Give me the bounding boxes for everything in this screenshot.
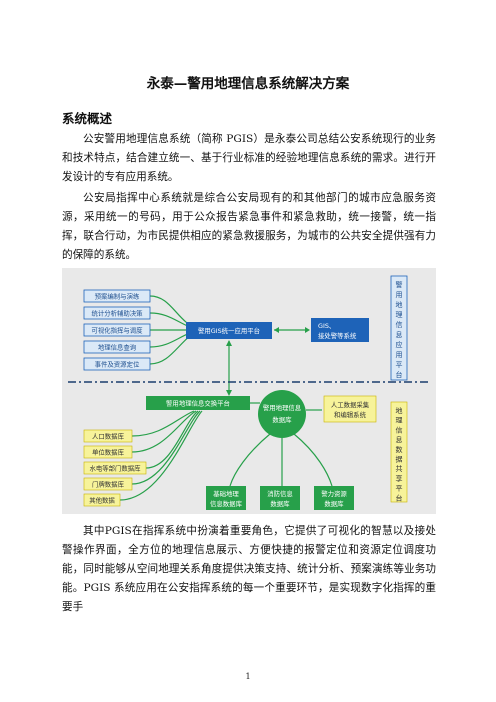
section-heading: 系统概述 [62,111,113,126]
vertical-label-char: 理 [396,417,403,425]
vertical-label-char: 数 [396,445,403,454]
top-left-items: 预案编制与演练 统计分析辅助决策 可视化指挥与调度 地理信息查询 事件及资源定位 [83,289,151,371]
left-item-box [83,357,151,371]
fire-db-label-1: 消防信息 [267,489,293,498]
vertical-label-char: 台 [396,370,403,379]
base-geo-db-box [206,486,246,510]
vertical-label-char: 台 [396,493,403,502]
db-item-box [83,445,133,459]
left-item-label: 事件及资源定位 [95,360,140,369]
database-label-line1: 警用地理信息 [263,403,302,412]
left-item-label: 可视化指挥与调度 [91,326,143,335]
left-item-label: 统计分析辅助决策 [91,309,143,318]
vertical-label-char: 信 [396,320,403,329]
left-item-label: 预案编制与演练 [95,292,140,301]
gis-label-line2: 接处警等系统 [318,331,357,340]
arrow-head [305,327,310,333]
db-item-label: 水电等部门数据库 [89,464,141,473]
gis-label-line1: GIS、 [318,322,335,330]
share-platform-label: 警用地理信息交换平台 [166,399,230,408]
database-circle [258,390,306,438]
police-resource-db-label-1: 警力资源 [321,489,347,498]
document-title: 永泰—警用地理信息系统解决方案 [146,76,350,92]
manual-label-line2: 和编辑系统 [334,410,367,419]
gis-box [311,318,369,342]
vertical-label-char: 信 [396,425,403,434]
vertical-label-char: 据 [396,455,403,464]
left-item-box [83,306,151,320]
vertical-label-char: 平 [396,361,403,369]
app-platform-vertical-box [390,275,408,381]
left-item-box [83,289,151,303]
left-item-box [83,323,151,337]
arrow-head [274,327,279,333]
police-resource-db-label-2: 数据库 [324,499,344,508]
db-item-box [83,493,121,507]
vertical-label-char: 警 [396,280,403,289]
db-bottom-connectors [229,433,333,487]
page-number: 1 [245,672,251,681]
vertical-label-char: 地 [396,300,403,309]
fire-db-box [260,486,300,510]
vertical-label-char: 地 [396,406,403,415]
share-platform-vertical-box [390,401,408,503]
database-label-line2: 数据库 [272,415,292,424]
platform-box [186,322,272,339]
vertical-label-char: 应 [396,340,403,349]
system-architecture-diagram: 预案编制与演练 统计分析辅助决策 可视化指挥与调度 地理信息查询 事件及资源定位… [62,268,436,514]
arrow-head [226,390,232,396]
paragraph-3: 其中PGIS在指挥系统中扮演着重要角色，它提供了可视化的智慧以及接处警操作界面，… [62,525,436,613]
manual-label-line1: 人工数据采集 [331,400,370,409]
left-item-box [83,340,151,354]
database-items: 人口数据库 单位数据库 水电等部门数据库 门牌数据库 其他数据 [83,429,147,507]
vertical-label-char: 息 [396,435,403,444]
fire-db-label-2: 数据库 [270,499,290,508]
vertical-label-char: 平 [396,485,403,493]
vertical-label-char: 息 [396,330,403,339]
bottom-database-boxes: 基础地理 信息数据库 消防信息 数据库 警力资源 数据库 [206,486,354,510]
db-item-label: 其他数据 [89,496,115,505]
share-platform-box [146,396,250,410]
manual-entry-box [323,395,377,423]
db-item-label: 门牌数据库 [92,480,125,489]
arrow-head [226,340,232,346]
paragraph-1: 公安警用地理信息系统（简称 PGIS）是永泰公司总结公安系统现行的业务和技术特点… [62,133,436,183]
vertical-label-char: 享 [396,474,403,483]
vertical-label-char: 用 [396,291,403,299]
db-item-box [83,429,133,443]
db-item-label: 人口数据库 [92,432,125,441]
vertical-label-char: 用 [396,351,403,359]
db-item-label: 单位数据库 [92,448,125,457]
paragraph-2: 公安局指挥中心系统就是综合公安局现有的和其他部门的城市应急服务资源，采用统一的号… [62,192,436,261]
base-geo-db-label-2: 信息数据库 [210,499,243,508]
db-item-box [83,461,147,475]
base-geo-db-label-1: 基础地理 [213,489,239,498]
platform-label: 警用GIS统一应用平台 [198,326,260,335]
vertical-label-char: 理 [396,311,403,319]
db-item-box [83,477,133,491]
vertical-label-char: 共 [396,464,403,473]
police-resource-db-box [314,486,354,510]
left-item-label: 地理信息查询 [98,343,137,352]
bottom-connectors [119,410,203,501]
